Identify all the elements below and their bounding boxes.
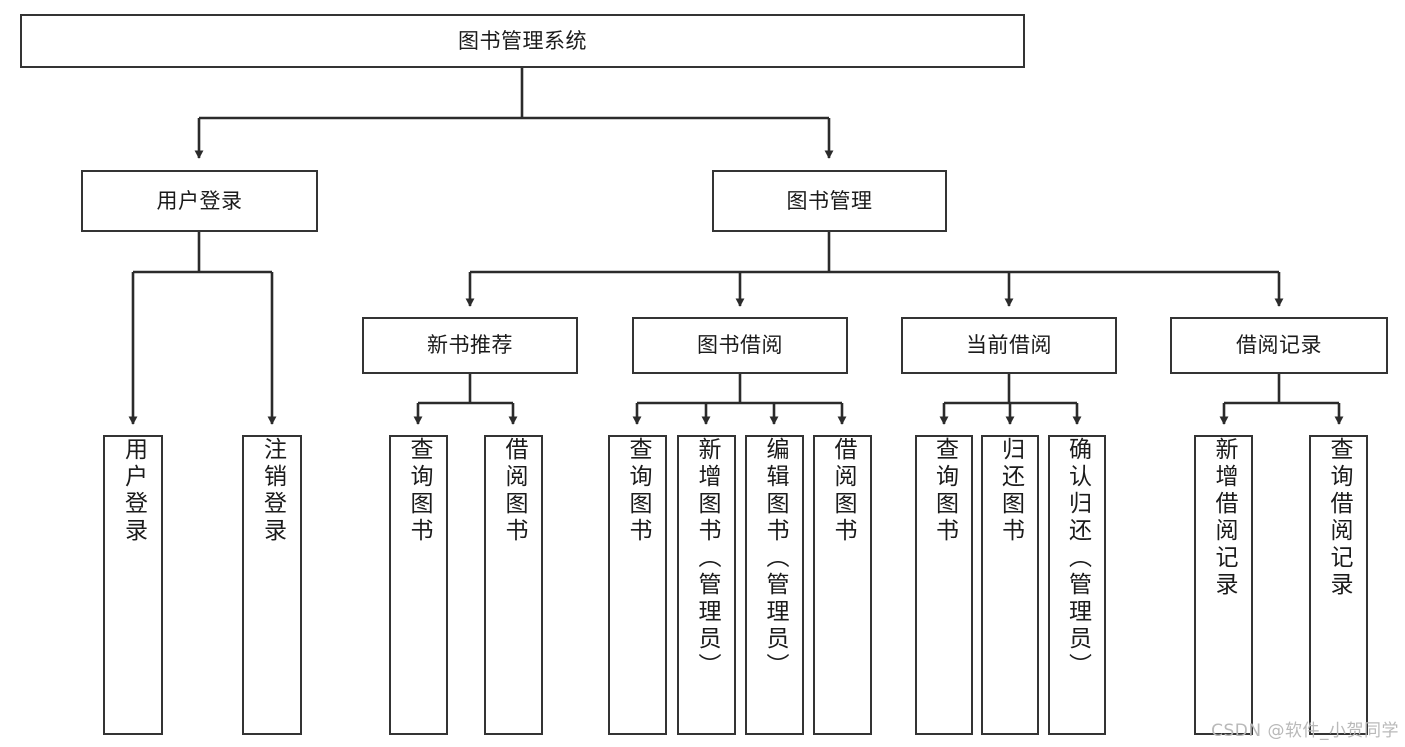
node-leaf-query-record-label: 查询借阅记录 <box>1326 437 1352 599</box>
node-leaf-query-book-2[interactable]: 查询图书 <box>608 435 667 735</box>
node-new-book-recommend-label: 新书推荐 <box>427 333 513 358</box>
node-leaf-confirm-return[interactable]: 确认归还（管理员） <box>1048 435 1106 735</box>
node-leaf-add-record-label: 新增借阅记录 <box>1211 437 1237 599</box>
node-leaf-add-book-label: 新增图书（管理员） <box>694 437 720 680</box>
node-leaf-query-book-1-label: 查询图书 <box>406 437 432 545</box>
node-leaf-borrow-book-2-label: 借阅图书 <box>830 437 856 545</box>
node-leaf-borrow-book-1-label: 借阅图书 <box>501 437 527 545</box>
node-new-book-recommend[interactable]: 新书推荐 <box>362 317 578 374</box>
node-leaf-query-record[interactable]: 查询借阅记录 <box>1309 435 1368 735</box>
node-leaf-edit-book[interactable]: 编辑图书（管理员） <box>745 435 804 735</box>
node-current-borrow-label: 当前借阅 <box>966 333 1052 358</box>
node-book-manage[interactable]: 图书管理 <box>712 170 947 232</box>
node-borrow-record[interactable]: 借阅记录 <box>1170 317 1388 374</box>
node-user-login[interactable]: 用户登录 <box>81 170 318 232</box>
node-leaf-user-login-label: 用户登录 <box>120 437 147 545</box>
node-leaf-query-book-3[interactable]: 查询图书 <box>915 435 973 735</box>
node-leaf-borrow-book-2[interactable]: 借阅图书 <box>813 435 872 735</box>
node-leaf-add-record[interactable]: 新增借阅记录 <box>1194 435 1253 735</box>
node-leaf-user-login[interactable]: 用户登录 <box>103 435 163 735</box>
node-leaf-query-book-3-label: 查询图书 <box>931 437 958 545</box>
node-leaf-edit-book-label: 编辑图书（管理员） <box>762 437 788 680</box>
node-leaf-return-book-label: 归还图书 <box>997 437 1024 545</box>
node-leaf-borrow-book-1[interactable]: 借阅图书 <box>484 435 543 735</box>
node-book-manage-label: 图书管理 <box>786 188 873 213</box>
node-root-label: 图书管理系统 <box>458 28 587 53</box>
node-leaf-query-book-2-label: 查询图书 <box>625 437 651 545</box>
node-current-borrow[interactable]: 当前借阅 <box>901 317 1117 374</box>
node-root[interactable]: 图书管理系统 <box>20 14 1025 68</box>
node-leaf-user-logout-label: 注销登录 <box>259 437 286 545</box>
node-leaf-add-book[interactable]: 新增图书（管理员） <box>677 435 736 735</box>
node-book-borrow-label: 图书借阅 <box>697 333 783 358</box>
node-leaf-query-book-1[interactable]: 查询图书 <box>389 435 448 735</box>
node-user-login-label: 用户登录 <box>156 188 243 213</box>
node-leaf-confirm-return-label: 确认归还（管理员） <box>1064 437 1091 680</box>
node-borrow-record-label: 借阅记录 <box>1236 333 1322 358</box>
node-leaf-return-book[interactable]: 归还图书 <box>981 435 1039 735</box>
node-leaf-user-logout[interactable]: 注销登录 <box>242 435 302 735</box>
node-book-borrow[interactable]: 图书借阅 <box>632 317 848 374</box>
